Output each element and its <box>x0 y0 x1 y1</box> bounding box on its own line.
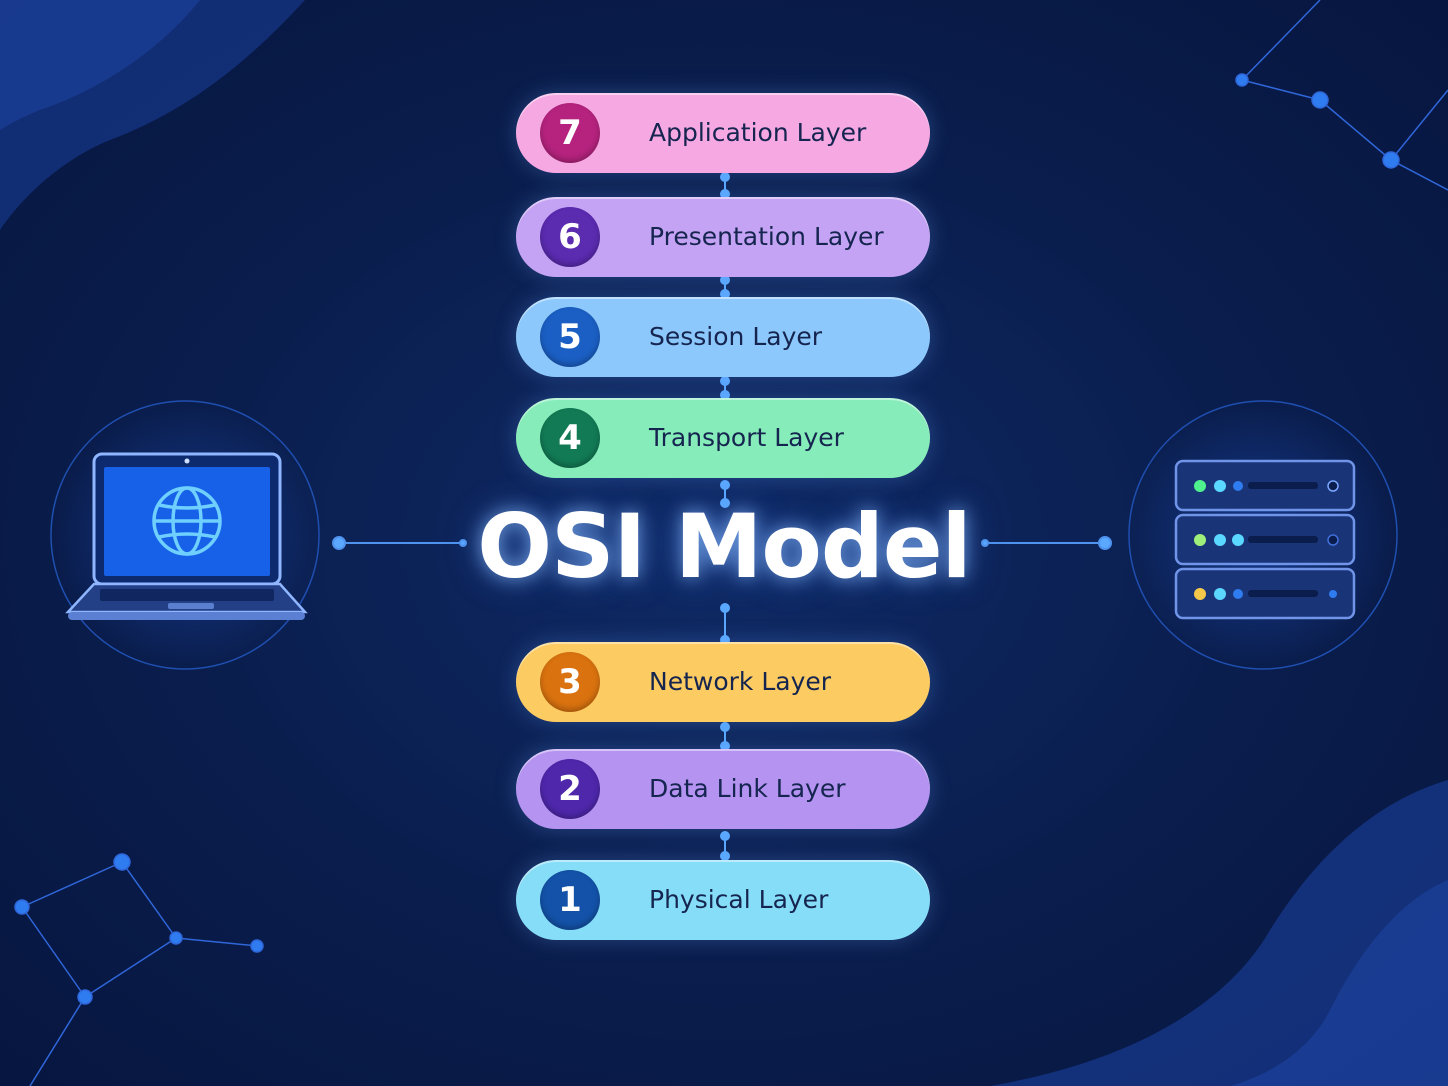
top-left-wave <box>0 0 305 230</box>
layer-label: Transport Layer <box>649 423 844 452</box>
top-left-wave-inner <box>0 0 200 130</box>
layer-number-badge: 1 <box>540 870 600 930</box>
layer-pill-3: 3 Network Layer <box>516 642 930 722</box>
layer-pill-1: 1 Physical Layer <box>516 860 930 940</box>
bottom-left-network-icon <box>14 853 264 1086</box>
layer-number-badge: 2 <box>540 759 600 819</box>
layer-pill-2: 2 Data Link Layer <box>516 749 930 829</box>
layer-label: Presentation Layer <box>649 222 884 251</box>
top-right-network-icon <box>1235 0 1448 191</box>
layer-label: Application Layer <box>649 118 867 147</box>
layer-pill-7: 7 Application Layer <box>516 93 930 173</box>
layer-number-badge: 6 <box>540 207 600 267</box>
layer-pill-4: 4 Transport Layer <box>516 398 930 478</box>
layer-label: Network Layer <box>649 667 832 696</box>
server-rack-icon <box>1128 400 1398 670</box>
layer-number-badge: 7 <box>540 103 600 163</box>
layer-connectors <box>720 172 730 861</box>
layer-pill-6: 6 Presentation Layer <box>516 197 930 277</box>
bottom-right-wave-inner <box>1230 880 1448 1086</box>
layer-number-badge: 5 <box>540 307 600 367</box>
side-connectors <box>332 536 1112 550</box>
layer-label: Session Layer <box>649 322 823 351</box>
bottom-right-wave <box>990 780 1448 1086</box>
diagram-title: OSI Model <box>477 495 971 598</box>
layer-label: Data Link Layer <box>649 774 846 803</box>
layer-label: Physical Layer <box>649 885 829 914</box>
layer-pill-5: 5 Session Layer <box>516 297 930 377</box>
layer-number-badge: 3 <box>540 652 600 712</box>
layer-number-badge: 4 <box>540 408 600 468</box>
laptop-globe-icon <box>50 400 320 670</box>
